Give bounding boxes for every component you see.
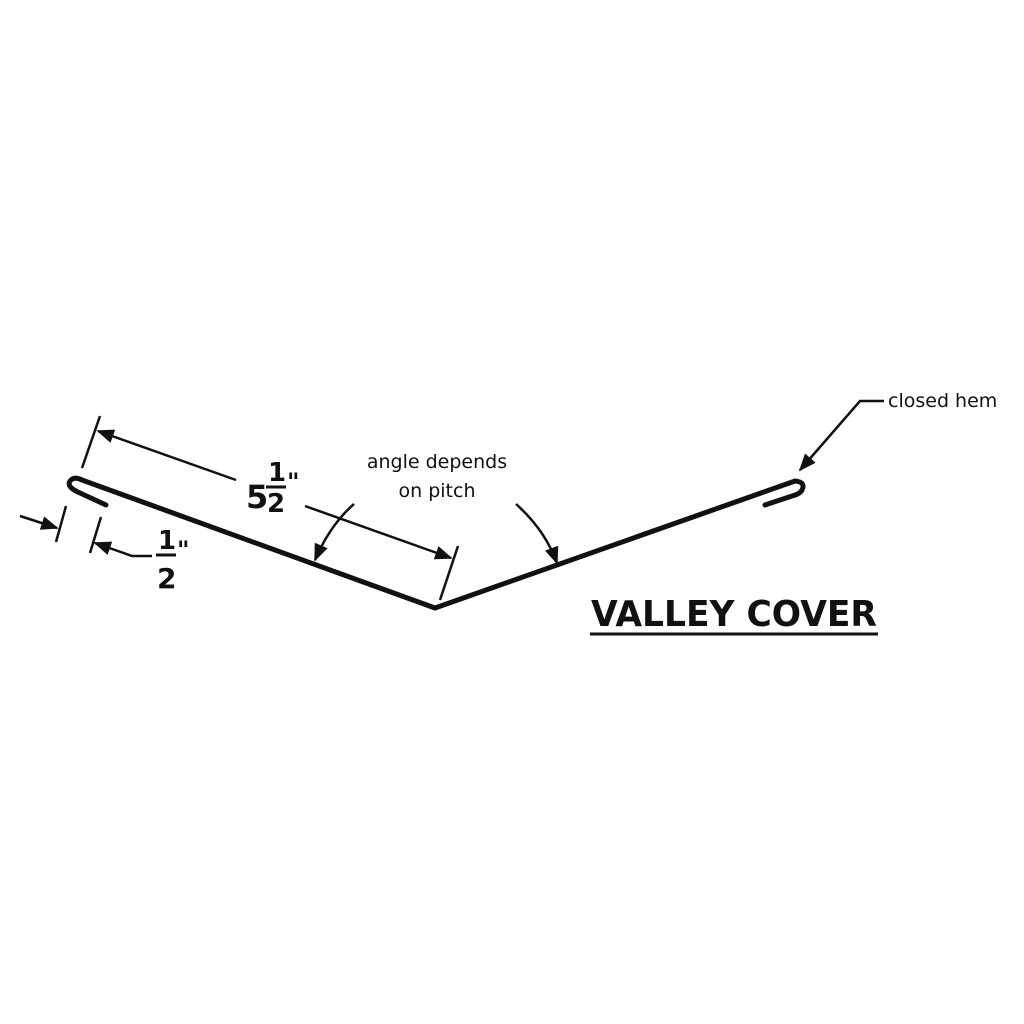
- leg-length-denominator: 2: [267, 489, 285, 519]
- angle-note-line1: angle depends: [367, 451, 507, 473]
- valley-profile: [66, 475, 806, 611]
- angle-note-line2: on pitch: [399, 480, 476, 502]
- right-leg: [432, 478, 798, 611]
- leg-length-whole: 5: [246, 478, 268, 516]
- diagram-title: VALLEY COVER: [591, 594, 877, 635]
- hem-unit: ": [177, 536, 190, 564]
- angle-arrows: [313, 503, 559, 565]
- hem-dimension: [19, 505, 152, 558]
- leg-length-numerator: 1: [268, 458, 286, 488]
- closed-hem-label: closed hem: [888, 390, 997, 412]
- left-leg: [79, 477, 438, 611]
- left-hem: [66, 475, 109, 508]
- leg-length-unit: ": [287, 468, 300, 496]
- hem-numerator: 1: [158, 526, 176, 556]
- right-hem: [762, 478, 806, 508]
- hem-denominator: 2: [157, 562, 176, 595]
- leg-length-dimension: [80, 415, 460, 601]
- closed-hem-leader: [798, 399, 884, 472]
